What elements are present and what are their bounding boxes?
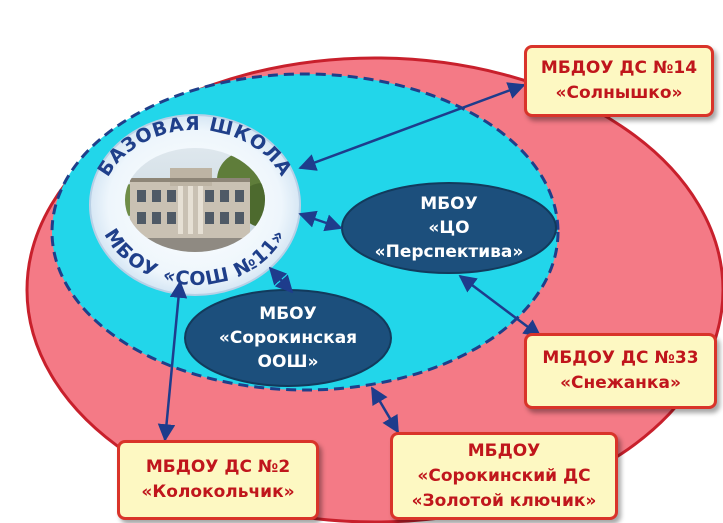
box-ds2: МБДОУ ДС №2 «Колокольчик» — [117, 440, 319, 520]
node-sorokinskaya: МБОУ «Сорокинская ООШ» — [186, 300, 390, 376]
arrow-school-perspektiva — [298, 210, 343, 232]
box-ds2-line-1: МБДОУ ДС №2 — [145, 457, 291, 477]
node-perspektiva-line-2: «ЦО — [428, 218, 470, 238]
node-sorokinskaya-line-3: ООШ» — [257, 352, 319, 372]
node-perspektiva: МБОУ «ЦО «Перспектива» — [345, 190, 553, 266]
box-ds14-line-1: МБДОУ ДС №14 — [540, 58, 698, 78]
box-ds14-line-2: «Солнышко» — [555, 83, 683, 103]
arrow-sorokinskaya-ds — [370, 386, 400, 434]
node-perspektiva-line-1: МБОУ — [420, 194, 478, 214]
base-school: БАЗОВАЯ ШКОЛА МБОУ «СОШ №11» — [89, 113, 301, 296]
box-ds33-line-1: МБДОУ ДС №33 — [542, 348, 699, 368]
box-ds33-line-2: «Снежанка» — [560, 373, 681, 393]
arrow-school-ds14 — [298, 82, 526, 171]
node-sorokinskaya-line-2: «Сорокинская — [218, 328, 358, 348]
box-sorokinsky-ds-line-1: МБДОУ — [467, 440, 541, 461]
arrow-school-sorokinskaya — [268, 266, 294, 294]
box-sorokinsky-ds-line-2: «Сорокинский ДС — [417, 465, 591, 486]
arrow-perspektiva-ds33 — [458, 274, 542, 338]
box-sorokinsky-ds-line-3: «Золотой ключик» — [411, 490, 597, 511]
box-sorokinsky-ds: МБДОУ «Сорокинский ДС «Золотой ключик» — [390, 432, 618, 520]
arrow-school-ds2 — [157, 280, 188, 442]
box-ds2-line-2: «Колокольчик» — [141, 482, 295, 502]
node-sorokinskaya-line-1: МБОУ — [259, 304, 317, 324]
school-building-icon — [125, 148, 265, 252]
box-ds33: МБДОУ ДС №33 «Снежанка» — [524, 333, 717, 409]
node-perspektiva-line-3: «Перспектива» — [374, 242, 524, 262]
box-ds14: МБДОУ ДС №14 «Солнышко» — [524, 45, 714, 117]
